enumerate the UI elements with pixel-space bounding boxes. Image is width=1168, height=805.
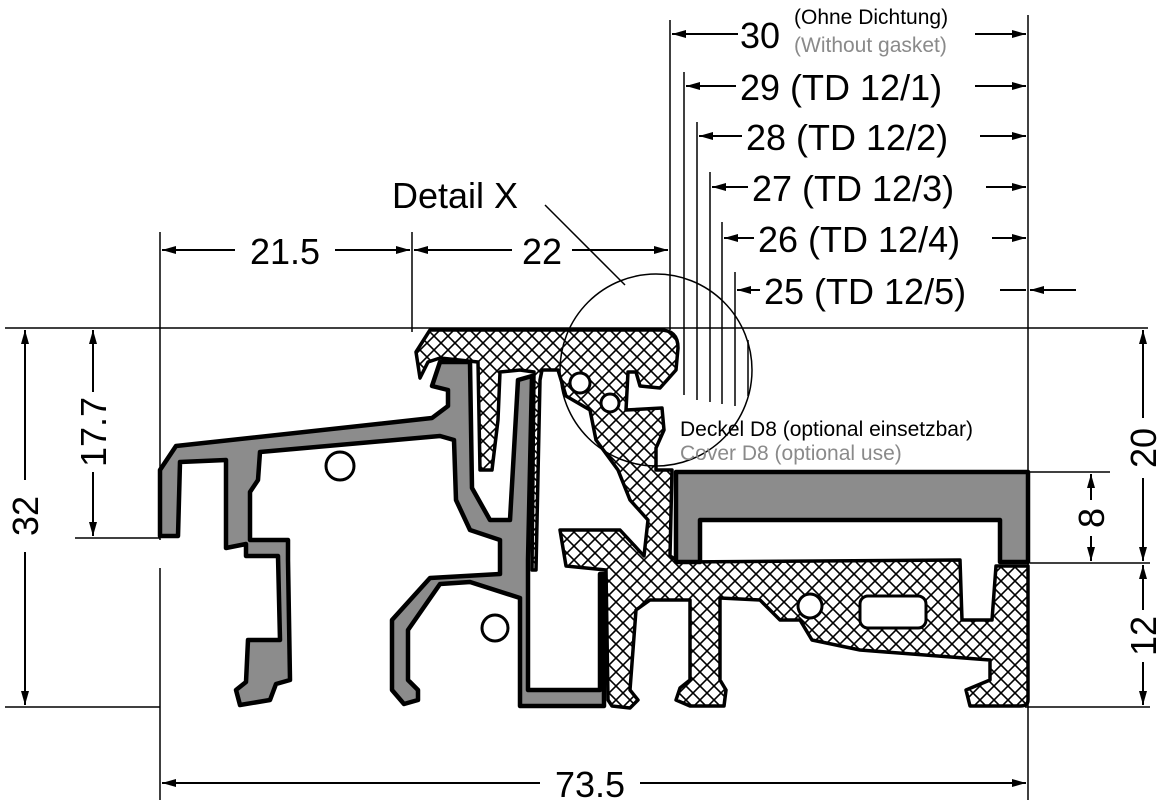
cover-label-en: Cover D8 (optional use)	[680, 442, 902, 465]
dimension-labels: 73.5 21.5 22 30 (Ohne Dichtung) (Without…	[5, 6, 1164, 805]
dim-overall-height: 32	[5, 496, 46, 536]
dimension-lines	[21, 30, 1147, 787]
dim-height-20: 20	[1123, 428, 1164, 468]
dim-td-12-2: 28 (TD 12/2)	[746, 117, 948, 158]
dim-td-12-4: 26 (TD 12/4)	[758, 219, 960, 260]
aluminium-profile	[157, 359, 607, 709]
dim-top-30-note-en: (Without gasket)	[794, 34, 947, 57]
dim-td-12-1: 29 (TD 12/1)	[740, 67, 942, 108]
dim-middle-width: 22	[522, 231, 562, 272]
cover-d8	[673, 469, 1031, 565]
dim-height-12: 12	[1123, 616, 1164, 656]
dim-top-30-note-de: (Ohne Dichtung)	[794, 6, 948, 29]
dim-td-12-3: 27 (TD 12/3)	[752, 168, 954, 209]
extension-lines	[5, 15, 1150, 800]
dim-height-17-7: 17.7	[73, 397, 114, 467]
cover-label-de: Deckel D8 (optional einsetzbar)	[680, 418, 973, 441]
dim-overall-width: 73.5	[555, 764, 625, 805]
detail-x-label: Detail X	[392, 175, 518, 216]
dim-td-12-5: 25 (TD 12/5)	[764, 271, 966, 312]
detail-x-marker	[544, 204, 753, 467]
dim-left-width: 21.5	[250, 231, 320, 272]
hatched-profile	[414, 328, 1030, 710]
callouts: Detail X Deckel D8 (optional einsetzbar)…	[392, 175, 973, 465]
dim-height-8: 8	[1071, 508, 1112, 528]
dim-top-30: 30	[740, 15, 780, 56]
